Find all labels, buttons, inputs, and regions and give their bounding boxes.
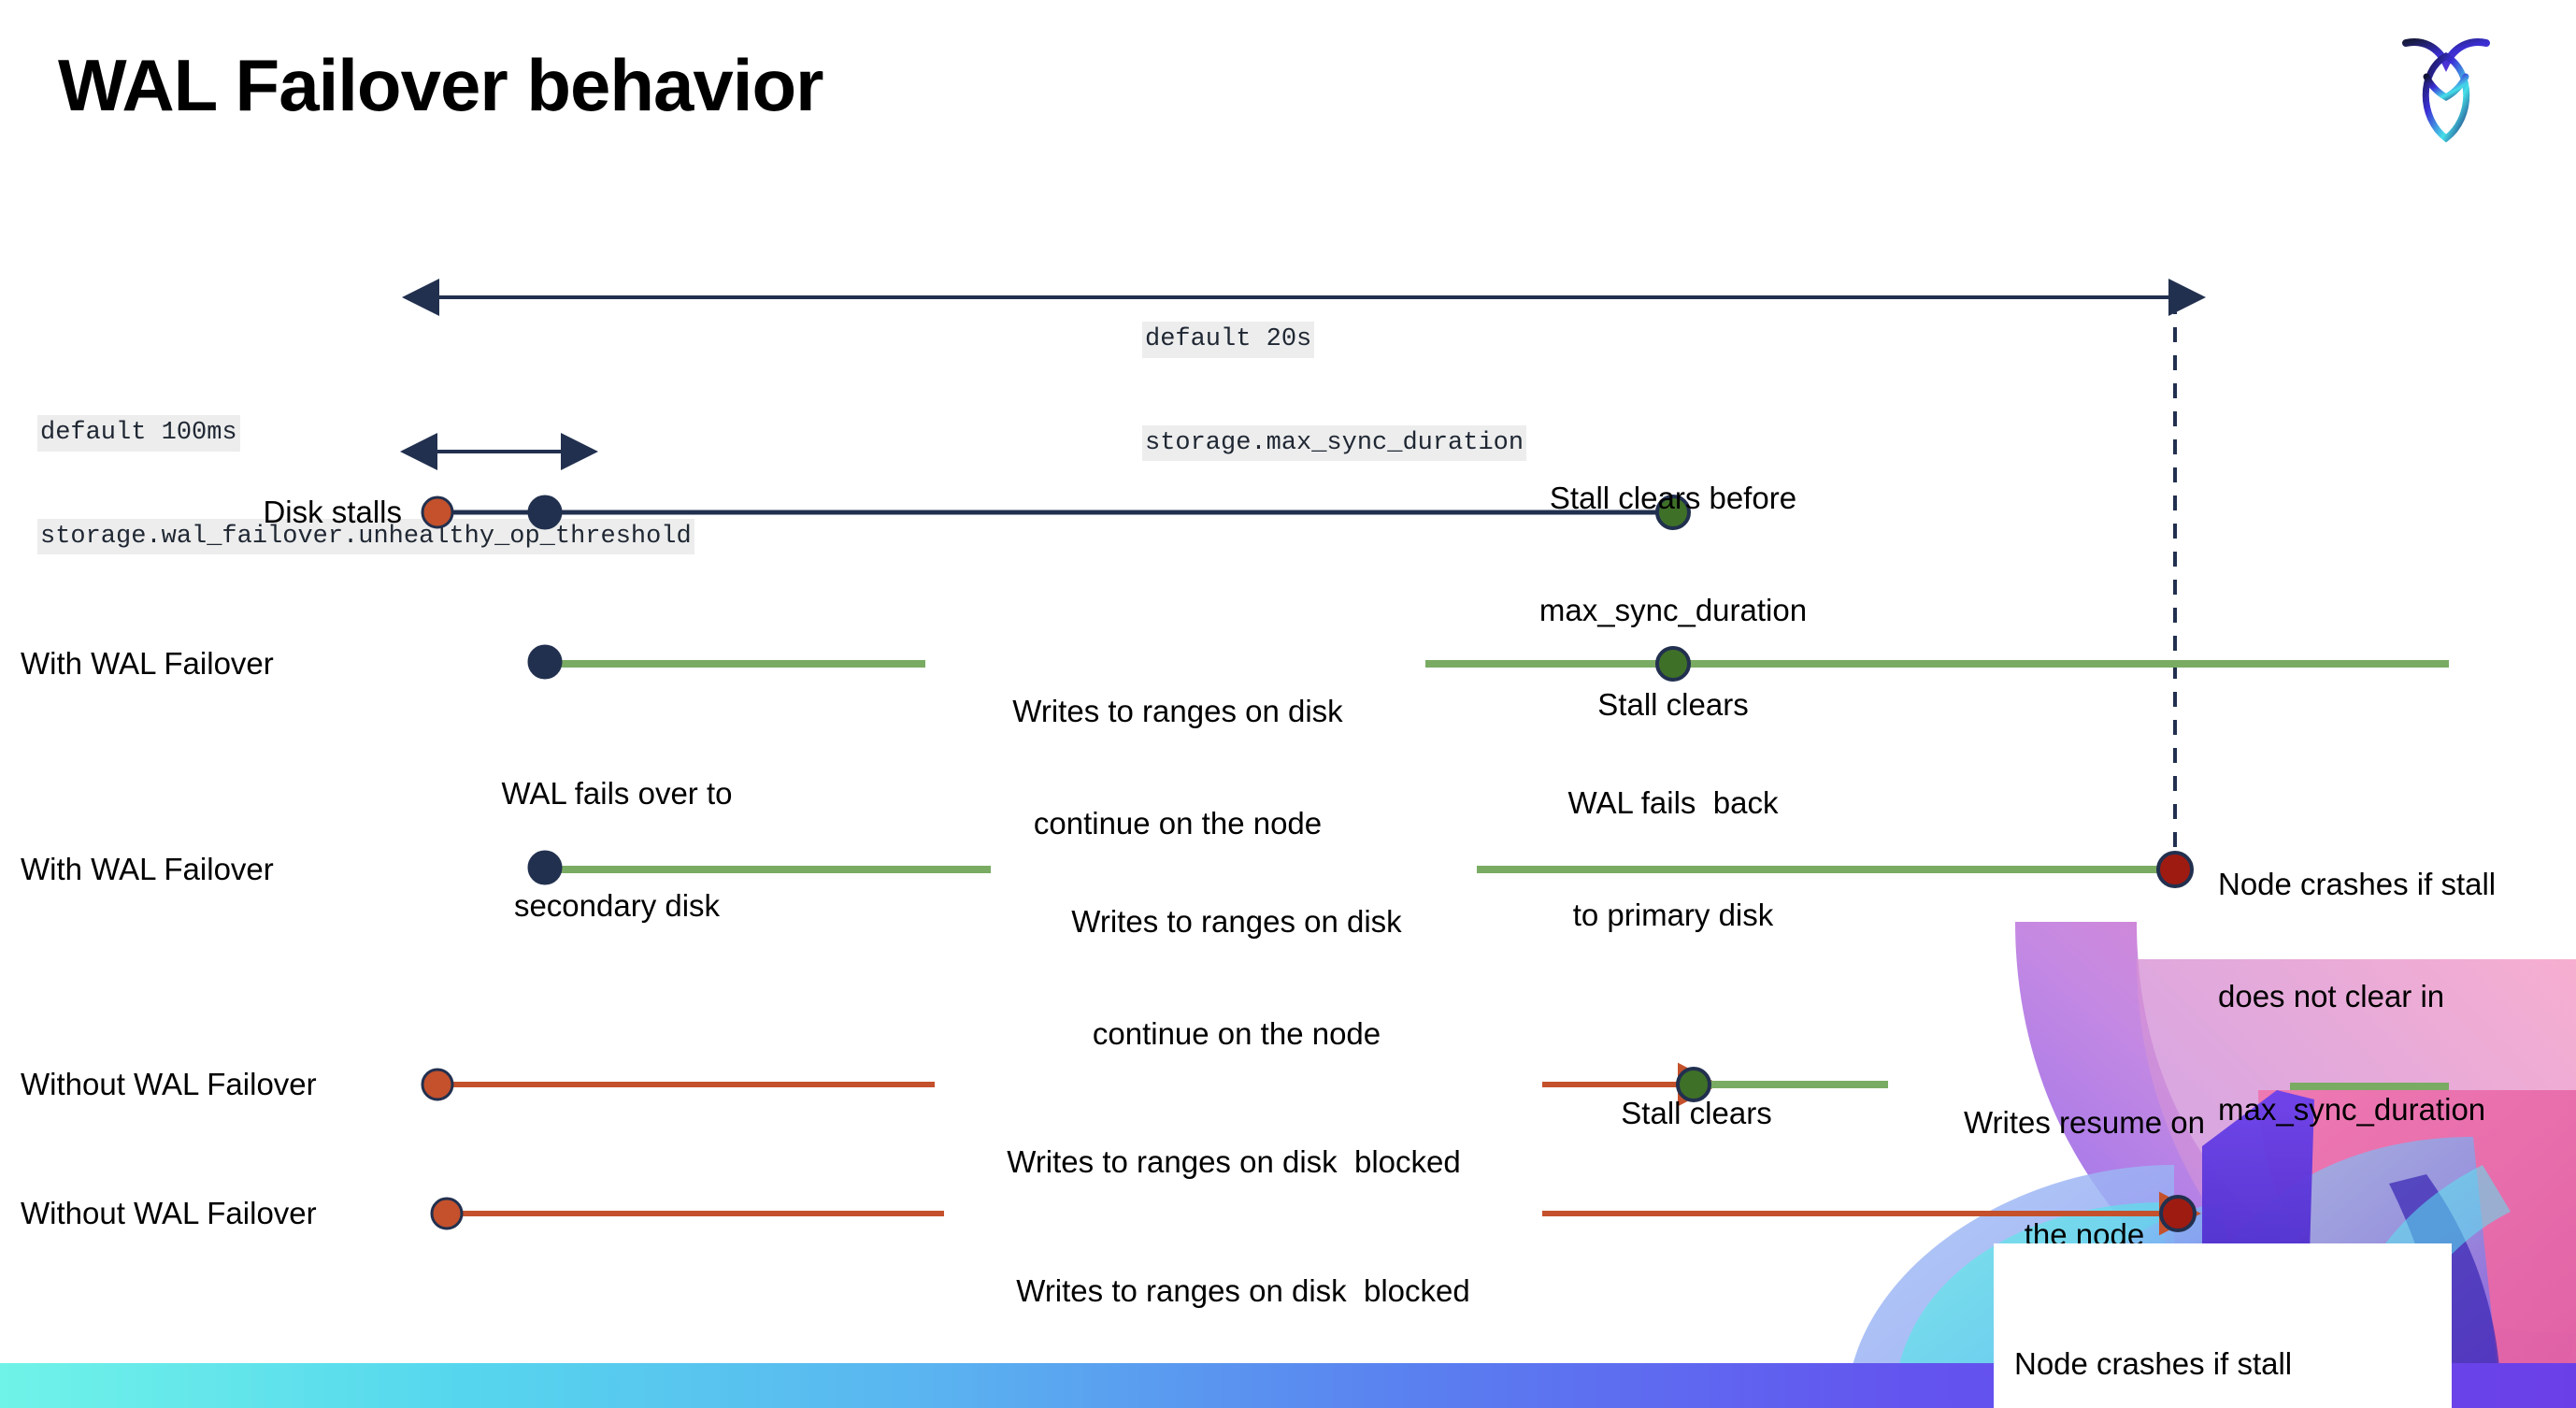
note-writes-blocked-1: Writes to ranges on disk blocked <box>935 1068 1533 1256</box>
note-stall-clears-1: Stall clears <box>1510 611 1837 798</box>
row-label-with-wal-failover-1: With WAL Failover <box>21 646 274 681</box>
marker-wal-fails-over <box>527 644 563 680</box>
note-stall-clears-before-line2: max_sync_duration <box>1538 593 1808 628</box>
annotation-unhealthy-op-threshold: default 100ms storage.wal_failover.unhea… <box>37 348 694 622</box>
row-with-wal-failover-1-timeline <box>527 644 2449 682</box>
annotation-max-sync-key: storage.max_sync_duration <box>1142 424 1527 462</box>
note-node-crashes-1-line2: does not clear in <box>2218 979 2445 1014</box>
note-writes-continue-2-line2: continue on the node <box>1092 1016 1381 1052</box>
note-writes-continue-2: Writes to ranges on disk continue on the… <box>994 827 1480 1128</box>
annotation-max-sync-duration: default 20s storage.max_sync_duration <box>1142 254 1527 528</box>
marker-stall-start-nwf1 <box>421 1068 454 1101</box>
row-label-disk-stalls: Disk stalls <box>263 495 402 529</box>
row-label-with-wal-failover-2: With WAL Failover <box>21 852 274 886</box>
marker-wal-fails-over-2 <box>527 850 563 885</box>
note-node-crashes-1-line3: max_sync_duration <box>2218 1092 2486 1127</box>
marker-node-crash-wf2 <box>2156 851 2194 888</box>
note-stall-clears-1-line1: Stall clears <box>1597 686 1749 722</box>
note-writes-blocked-2-line1: Writes to ranges on disk blocked <box>1016 1272 1470 1308</box>
note-writes-resume-line1: Writes resume on <box>1964 1104 2205 1140</box>
row-with-wal-failover-2-timeline <box>527 850 2194 888</box>
note-writes-blocked-2: Writes to ranges on disk blocked <box>944 1197 1542 1385</box>
page-title: WAL Failover behavior <box>58 44 823 126</box>
note-stall-clears-2: Stall clears <box>1533 1019 1860 1207</box>
note-node-crashes-2: Node crashes if stall does not clear in … <box>2014 1270 2388 1408</box>
note-wal-fails-over: WAL fails over to secondary disk <box>421 699 813 1000</box>
annotation-unhealthy-key: storage.wal_failover.unhealthy_op_thresh… <box>37 518 694 555</box>
note-node-crashes-1: Node crashes if stall does not clear in … <box>2218 790 2564 1204</box>
annotation-unhealthy-default: default 100ms <box>37 415 240 452</box>
note-wal-fails-back-line1: WAL fails back <box>1567 784 1779 820</box>
node-crashes-callout-box <box>1994 1243 2452 1408</box>
marker-stall-clears-nwf1 <box>1676 1067 1711 1102</box>
note-node-crashes-2-line1: Node crashes if stall <box>2014 1345 2293 1381</box>
marker-failover-trigger <box>527 495 563 530</box>
cockroachdb-logo <box>2395 28 2497 150</box>
row-without-wal-failover-2-timeline <box>430 1191 2201 1236</box>
note-node-crashes-1-line1: Node crashes if stall <box>2218 866 2497 901</box>
note-wal-fails-over-line1: WAL fails over to <box>501 775 733 811</box>
note-wal-fails-over-line2: secondary disk <box>513 888 721 924</box>
note-stall-clears-before-line1: Stall clears before <box>1549 480 1797 515</box>
annotation-max-sync-default: default 20s <box>1142 322 1315 358</box>
note-writes-continue-1: Writes to ranges on disk continue on the… <box>935 617 1421 918</box>
note-wal-fails-back: WAL fails back to primary disk <box>1486 709 1860 1010</box>
note-writes-continue-2-line1: Writes to ranges on disk <box>1071 903 1402 939</box>
note-stall-clears-2-line1: Stall clears <box>1621 1095 1772 1130</box>
note-writes-continue-1-line2: continue on the node <box>1033 806 1323 841</box>
row-disk-stalls-timeline <box>421 495 1691 530</box>
note-stall-clears-before: Stall clears before max_sync_duration <box>1486 404 1860 705</box>
marker-stall-start-nwf2 <box>430 1197 464 1230</box>
row-label-without-wal-failover-1: Without WAL Failover <box>21 1067 317 1101</box>
marker-stall-clears-wf1 <box>1655 646 1691 682</box>
marker-stall-clears-disk <box>1655 495 1691 530</box>
note-writes-blocked-1-line1: Writes to ranges on disk blocked <box>1007 1143 1461 1179</box>
note-wal-fails-back-line2: to primary disk <box>1572 898 1774 933</box>
row-without-wal-failover-1-timeline <box>421 1062 2449 1107</box>
row-label-without-wal-failover-2: Without WAL Failover <box>21 1196 317 1230</box>
note-writes-continue-1-line1: Writes to ranges on disk <box>1012 693 1343 728</box>
marker-stall-start <box>421 496 454 529</box>
marker-node-crash-nwf2 <box>2159 1195 2197 1232</box>
